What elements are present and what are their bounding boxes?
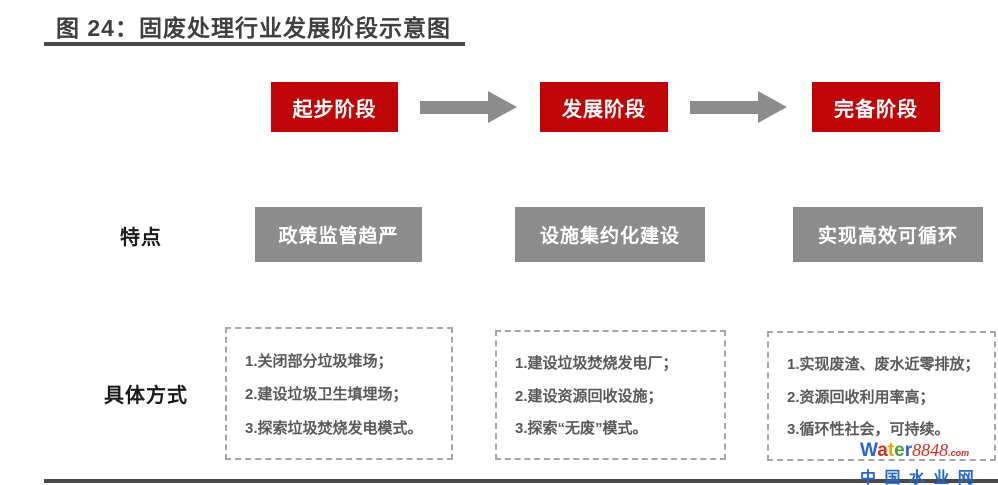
watermark-letter: r xyxy=(904,440,913,461)
watermark-number: 8848 xyxy=(912,440,949,460)
feature-box-startup: 政策监管趋严 xyxy=(255,207,422,262)
arrow-shaft xyxy=(420,101,488,114)
arrow-shaft xyxy=(690,101,758,114)
method-box-development: 1.建设垃圾焚烧发电厂； 2.建设资源回收设施； 3.探索“无废”模式。 xyxy=(495,330,726,460)
watermark-subtitle: 中 国 水 业 网 xyxy=(860,470,976,485)
feature-box-development: 设施集约化建设 xyxy=(515,207,705,262)
watermark-letter: e xyxy=(894,440,905,461)
arrow-head xyxy=(758,91,787,123)
method-box-complete: 1.实现废渣、废水近零排放； 2.资源回收利用率高； 3.循环性社会，可持续。 xyxy=(767,331,996,461)
figure-bottom-rule xyxy=(44,479,998,483)
watermark-logo: Water8848.com xyxy=(860,440,998,463)
figure-title: 图 24：固废处理行业发展阶段示意图 xyxy=(56,15,451,41)
watermark-letter: W xyxy=(860,440,878,461)
method-item: 2.建设垃圾卫生填埋场； xyxy=(245,386,408,403)
method-item: 1.实现废渣、废水近零排放； xyxy=(787,355,980,373)
stage-box-startup: 起步阶段 xyxy=(271,82,398,132)
method-item: 1.关闭部分垃圾堆场； xyxy=(245,352,393,370)
method-item: 2.建设资源回收设施； xyxy=(515,387,663,405)
method-item: 3.循环性社会，可持续。 xyxy=(787,421,950,439)
method-item: 1.建设垃圾焚烧发电厂； xyxy=(515,354,678,372)
row-label-method: 具体方式 xyxy=(104,385,188,407)
arrow-head xyxy=(488,91,517,123)
watermark-letter: t xyxy=(887,440,895,461)
feature-box-complete: 实现高效可循环 xyxy=(793,207,983,262)
watermark-domain-suffix: .com xyxy=(948,448,970,458)
arrow-right-icon xyxy=(420,91,517,123)
watermark-letter: a xyxy=(877,440,888,461)
method-item: 3.探索“无废”模式。 xyxy=(515,420,648,438)
method-item: 2.资源回收利用率高； xyxy=(787,388,935,406)
stage-box-complete: 完备阶段 xyxy=(812,82,940,132)
title-underline xyxy=(44,42,465,46)
method-box-startup: 1.关闭部分垃圾堆场； 2.建设垃圾卫生填埋场； 3.探索垃圾焚烧发电模式。 xyxy=(225,327,453,460)
arrow-right-icon xyxy=(690,91,787,123)
watermark: Water8848.com 中 国 水 业 网 xyxy=(860,440,998,485)
method-item: 3.探索垃圾焚烧发电模式。 xyxy=(245,419,423,437)
row-label-feature: 特点 xyxy=(120,227,162,249)
stage-box-development: 发展阶段 xyxy=(540,82,668,132)
